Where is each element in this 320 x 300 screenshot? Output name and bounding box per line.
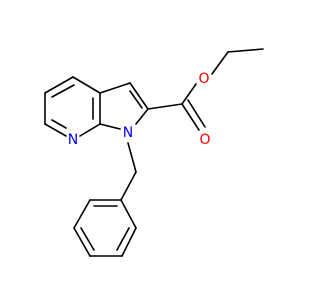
benzyl-group (73, 142, 137, 257)
bond-n1-ch2 (127, 142, 137, 173)
bond-c3a-c3 (99, 82, 131, 94)
bond-c3a-c4 (72, 76, 101, 94)
atom-label-n1: N (123, 125, 133, 141)
bond-c6-n7 (44, 123, 67, 137)
pyrrole-ring (99, 82, 149, 130)
bond-n7-c7a (79, 123, 101, 137)
bond-ph-c1-c2 (120, 199, 137, 229)
bond-c2-n1 (135, 108, 149, 125)
bond-carbonyl-o-double-1 (181, 103, 200, 131)
atom-label-o-carbonyl: O (199, 132, 210, 148)
bond-c4-c5-inner (51, 84, 75, 98)
bond-c4-c5 (44, 76, 74, 94)
bond-ph-c5-c6 (73, 199, 91, 229)
atom-o-ether-text: O (198, 71, 209, 87)
benzyl-azaindole-ester-structure: N N O O (44, 48, 264, 257)
pyridine-ring (44, 76, 101, 137)
bond-ph-c4-c5-inner (80, 227, 95, 251)
atom-n7-text: N (68, 132, 78, 148)
atom-label-n7: N (68, 132, 78, 148)
bond-ch2-ch3 (227, 48, 264, 53)
bond-ph-c2-c3-inner (116, 227, 130, 251)
bond-c3-c2 (129, 82, 149, 110)
bond-ch2-phenyl (120, 171, 137, 201)
bond-ph-c2-c3 (121, 227, 137, 257)
bond-n1-c7a (99, 123, 121, 130)
bond-c6-n7-inner (51, 119, 67, 129)
atom-n1-text: N (123, 125, 133, 141)
bond-ph-c4-c5 (73, 227, 91, 257)
atom-label-o-ether: O (198, 71, 209, 87)
bond-c3-c2-inner (129, 90, 143, 109)
bond-carbonyl-o-ether (181, 83, 197, 105)
bond-carbonyl-o-double-2 (187, 99, 206, 128)
atom-o-carbonyl-text: O (199, 132, 210, 148)
ester-group (147, 48, 264, 131)
bond-c2-carbonyl (147, 103, 183, 110)
bond-o-ch2 (211, 51, 229, 75)
